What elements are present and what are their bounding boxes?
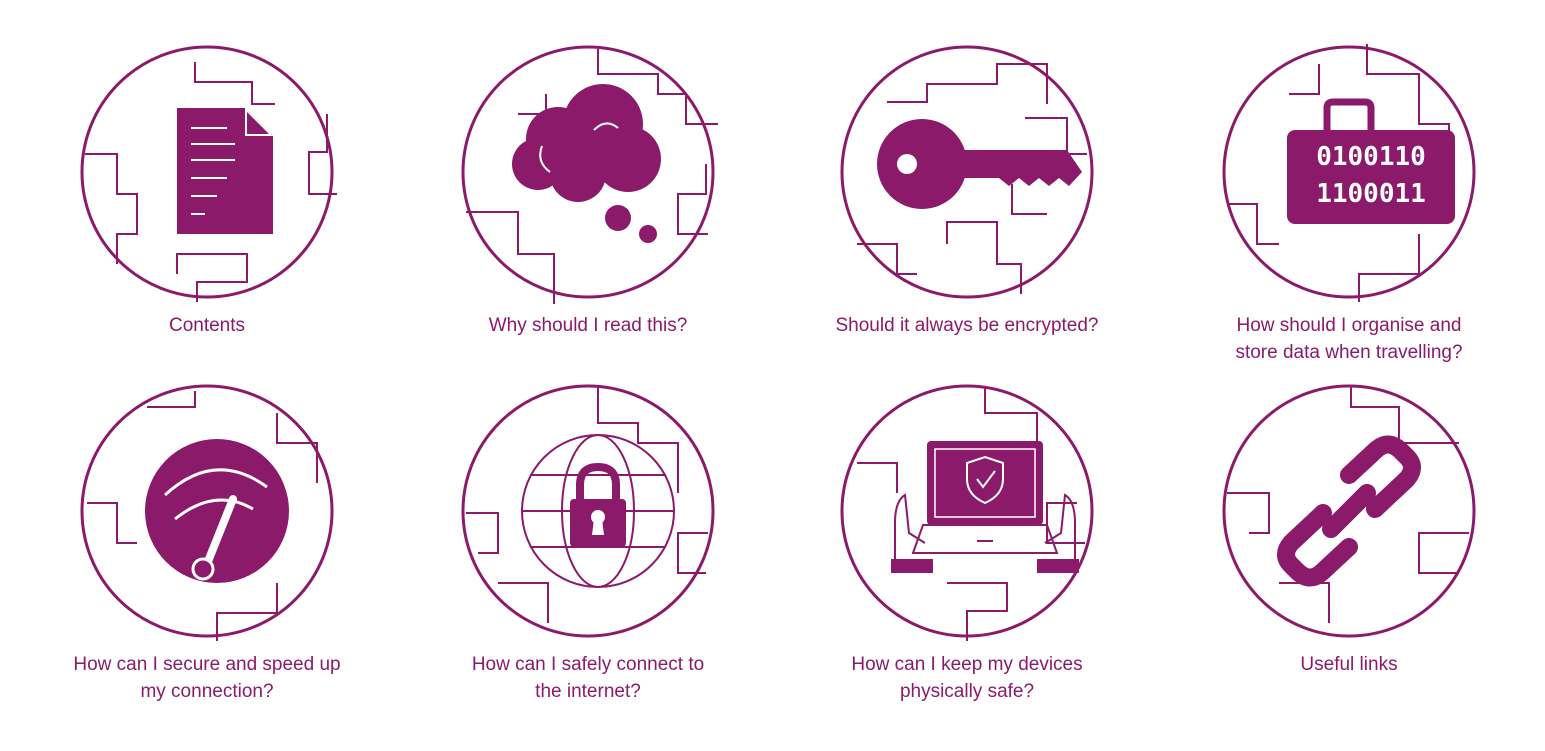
binary-briefcase-icon: 0100110 1100011 <box>1222 44 1476 302</box>
binary-line-1: 0100110 <box>1316 142 1426 172</box>
tile-label: How should I organise and store data whe… <box>1235 315 1463 363</box>
globe-padlock-icon <box>461 384 715 638</box>
tile-label: Why should I read this? <box>488 315 688 336</box>
document-icon <box>80 45 337 302</box>
tile-label: Contents <box>168 315 246 336</box>
tile-label: How can I secure and speed up my connect… <box>73 654 341 702</box>
tile-devices-safe[interactable]: How can I keep my devices physically saf… <box>822 383 1112 705</box>
tile-safe-connect[interactable]: How can I safely connect to the internet… <box>443 383 733 705</box>
tile-label: Should it always be encrypted? <box>835 315 1099 336</box>
tile-why-read[interactable]: Why should I read this? <box>443 44 733 339</box>
tile-secure-speed[interactable]: How can I secure and speed up my connect… <box>62 383 352 705</box>
speed-gauge-icon <box>80 384 334 641</box>
tile-label: How can I keep my devices physically saf… <box>851 654 1083 702</box>
chain-link-icon <box>1222 384 1476 638</box>
tile-organise-data[interactable]: 0100110 1100011 How should I organise an… <box>1204 44 1494 366</box>
binary-line-2: 1100011 <box>1316 179 1426 209</box>
tile-useful-links[interactable]: Useful links <box>1204 383 1494 678</box>
thought-cloud-icon <box>461 45 718 304</box>
tile-contents[interactable]: Contents <box>62 44 352 339</box>
laptop-shield-icon <box>840 384 1094 641</box>
tile-label: How can I safely connect to the internet… <box>471 654 705 702</box>
tile-encrypted[interactable]: Should it always be encrypted? <box>822 44 1112 339</box>
key-icon <box>840 45 1094 299</box>
tile-label: Useful links <box>1300 654 1398 675</box>
